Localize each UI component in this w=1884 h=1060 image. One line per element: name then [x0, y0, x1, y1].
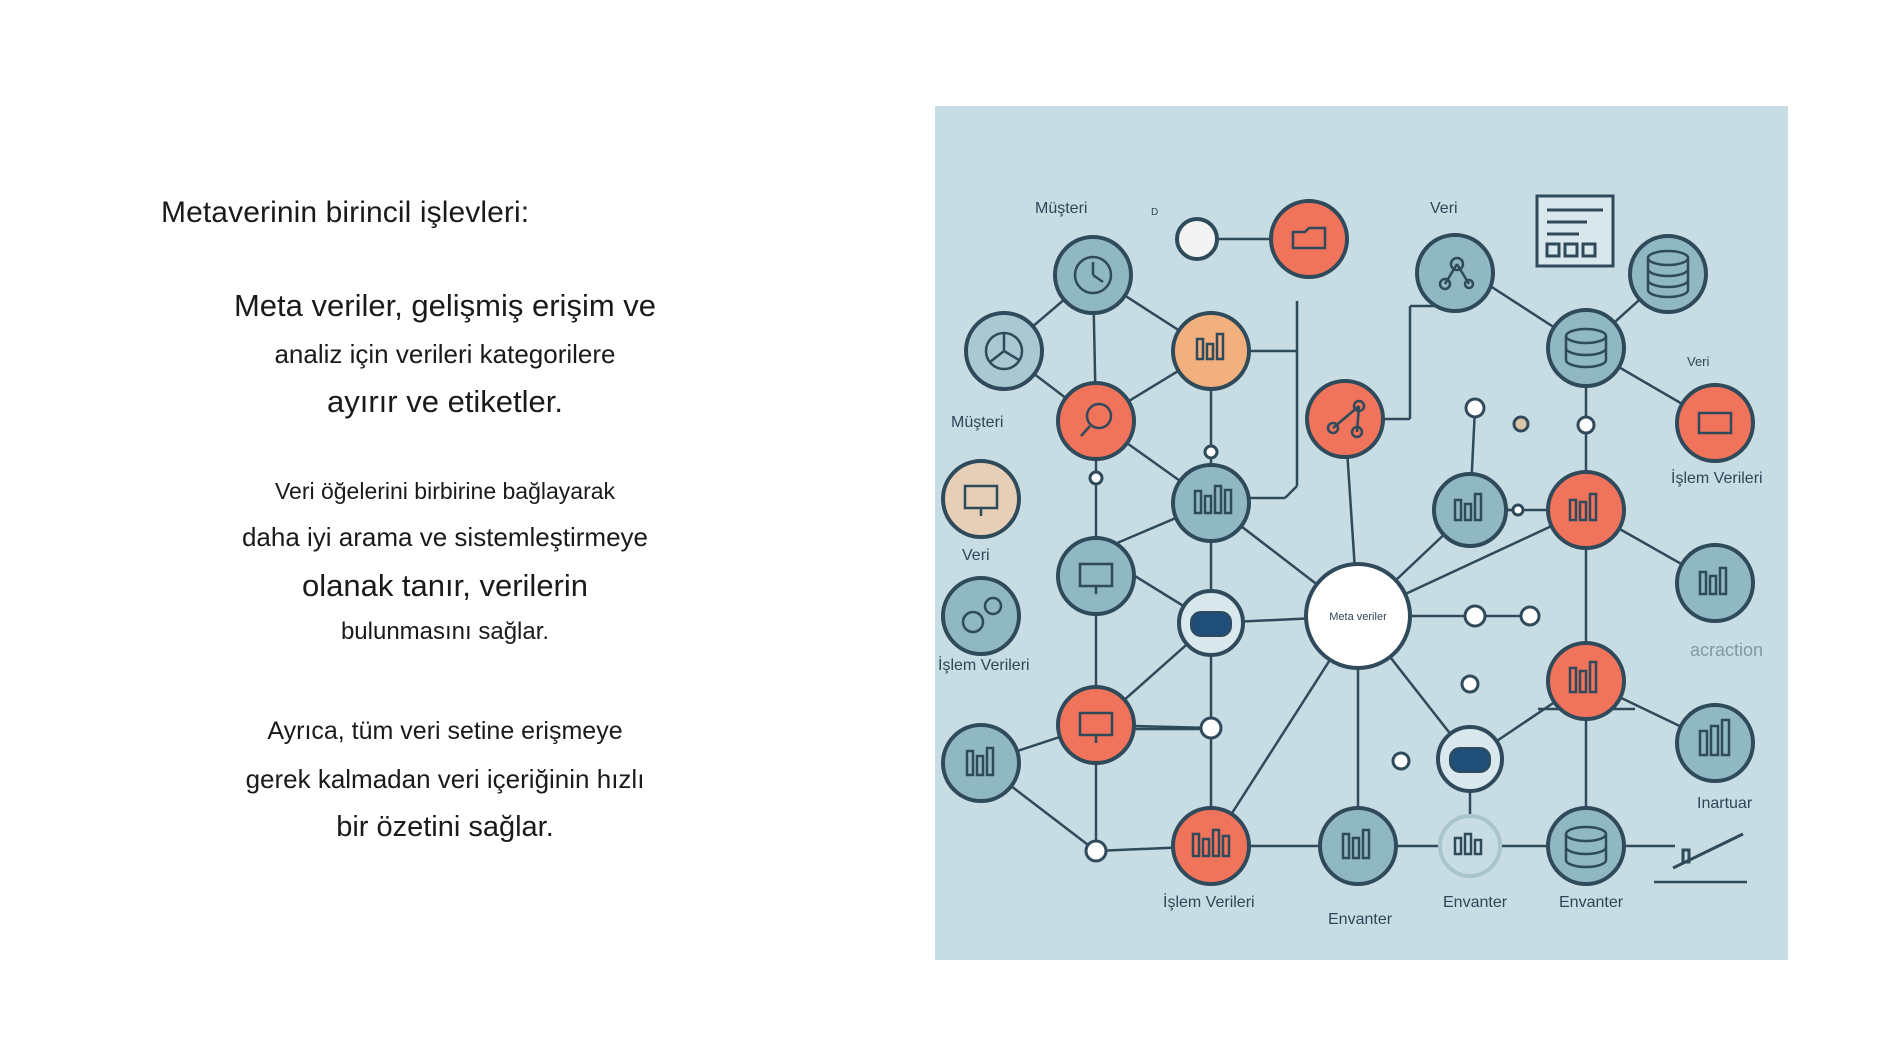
node-database-icon — [1546, 806, 1626, 886]
label-envanter-1: Envanter — [1328, 911, 1393, 928]
node-folder-icon — [1675, 383, 1755, 463]
label-acraction: acraction — [1690, 640, 1763, 660]
paragraph-line: daha iyi arama ve sistemleştirmeye — [241, 522, 649, 552]
folder-icon — [1697, 411, 1733, 435]
paragraph-line: Meta veriler, gelişmiş erişim ve — [233, 288, 657, 323]
database-icon — [1646, 249, 1690, 299]
node-icon-glyphs — [961, 226, 1733, 869]
label-veri-right: Veri — [1687, 354, 1710, 369]
monitor-icon — [1078, 562, 1114, 594]
navy-database-icons — [1190, 611, 1491, 773]
paragraph-line: bir özetini sağlar. — [336, 811, 554, 843]
pie-icon — [984, 331, 1024, 371]
illustration-labels: Müşteri D Veri Veri Müşteri İşlem Verile… — [938, 200, 1763, 928]
label-islem-right: İşlem Verileri — [1671, 468, 1763, 487]
gear-icon — [961, 596, 1003, 634]
bar-chart-icon — [1568, 660, 1598, 694]
node-monitor-icon — [941, 459, 1021, 539]
label-musteri-left: Müşteri — [951, 414, 1003, 431]
node-chart-icon — [1171, 806, 1251, 886]
metadata-network-illustration: Meta veriler — [935, 106, 1788, 960]
paragraph-categorize: Meta veriler, gelişmiş erişim ve analiz … — [200, 282, 690, 426]
database-icon — [1564, 327, 1608, 369]
node-database-icon — [1546, 308, 1626, 388]
label-islem-left: İşlem Verileri — [938, 655, 1030, 674]
label-inartuar: Inartuar — [1697, 795, 1753, 812]
bar-chart-icon — [1453, 832, 1483, 856]
bar-chart-icon — [1195, 332, 1225, 361]
network-icon — [1438, 256, 1475, 291]
node-meta-veriler — [1304, 562, 1412, 670]
bar-chart-icon — [1191, 828, 1231, 858]
clock-icon — [1073, 255, 1113, 295]
slide-heading: Metaverinin birincil işlevleri: — [161, 196, 530, 229]
search-icon — [1080, 402, 1113, 437]
label-envanter-3: Envanter — [1559, 894, 1624, 911]
paragraph-line: ayırır ve etiketler. — [326, 384, 564, 419]
monitor-icon — [963, 484, 999, 516]
network-icon — [1326, 399, 1366, 439]
paragraph-line: Veri öğelerini birbirine bağlayarak — [274, 478, 616, 504]
label-veri-left: Veri — [962, 547, 990, 564]
paragraph-line: Ayrıca, tüm veri setine erişmeye — [267, 717, 623, 745]
label-envanter-2: Envanter — [1443, 894, 1508, 911]
label-d-small: D — [1151, 207, 1158, 218]
node-pie-icon — [1175, 217, 1219, 261]
node-chart-icon — [1171, 311, 1251, 391]
network-nodes — [941, 199, 1755, 886]
bar-chart-icon — [1568, 492, 1598, 522]
label-musteri-top: Müşteri — [1035, 200, 1087, 217]
paragraph-line: gerek kalmadan veri içeriğinin hızlı — [245, 764, 645, 794]
node-folder-icon — [1269, 199, 1349, 279]
bar-chart-icon — [1698, 718, 1731, 757]
bar-chart-icon — [1453, 492, 1483, 522]
node-chart-icon — [941, 723, 1021, 803]
paragraph-line: analiz için verileri kategorilere — [274, 339, 616, 369]
paragraph-linking: Veri öğelerini birbirine bağlayarak daha… — [200, 470, 690, 654]
bar-chart-icon — [1193, 484, 1233, 515]
small-junction-dots — [1084, 397, 1596, 863]
database-icon — [1564, 825, 1608, 869]
bar-chart-icon — [1698, 566, 1728, 596]
monitor-icon — [1078, 711, 1114, 743]
node-network-icon — [1415, 233, 1495, 313]
paragraph-summary: Ayrıca, tüm veri setine erişmeye gerek k… — [200, 707, 690, 851]
folder-icon — [1291, 226, 1327, 250]
node-search-icon — [1056, 381, 1136, 461]
bar-chart-icon — [1341, 828, 1371, 860]
node-database-icon — [1628, 234, 1708, 314]
bar-chart-icon — [965, 746, 995, 777]
node-monitor-icon — [1056, 536, 1136, 616]
label-islem-bottom: İşlem Verileri — [1163, 892, 1255, 911]
center-node-label: Meta veriler — [1329, 611, 1387, 623]
node-monitor-icon — [1056, 685, 1136, 765]
label-veri-top: Veri — [1430, 200, 1458, 217]
paragraph-line: olanak tanır, verilerin — [301, 568, 589, 603]
trend-icon — [1672, 832, 1744, 870]
paragraph-line: bulunmasını sağlar. — [340, 618, 550, 645]
node-chart-icon — [1675, 703, 1755, 783]
document-icon — [1535, 194, 1615, 268]
